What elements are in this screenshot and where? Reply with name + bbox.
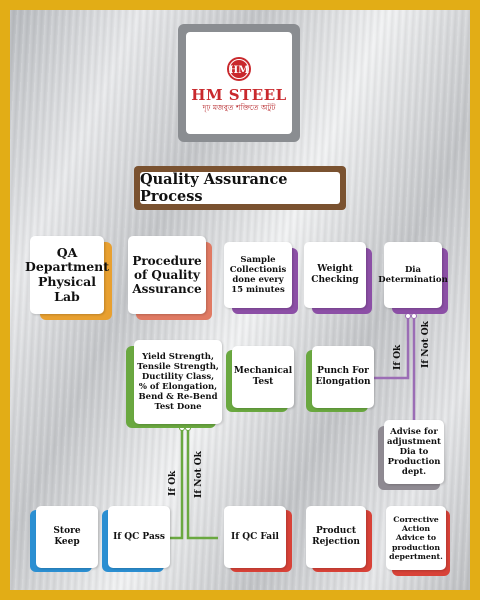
dia-not-ok-label: If Not Ok	[421, 321, 431, 368]
dia-ok-line	[370, 314, 410, 380]
hm-steel-logo-icon: HM	[227, 57, 251, 81]
qc-fail-box: If QC Fail	[224, 506, 286, 568]
page-title: Quality Assurance Process	[140, 171, 340, 205]
logo-panel	[186, 32, 292, 134]
dia-determination-box: Dia Determination	[378, 242, 448, 308]
svg-text:HM: HM	[229, 65, 250, 76]
test-ok-line	[170, 426, 184, 540]
procedure-box: Procedure of Quality Assurance	[128, 236, 206, 314]
product-rejection-box: Product Rejection	[306, 506, 366, 568]
qa-department-box: QA Department Physical Lab	[25, 236, 109, 314]
qc-pass-box: If QC Pass	[108, 506, 170, 568]
test-ok-label: If Ok	[168, 470, 178, 496]
weight-checking-box: Weight Checking	[304, 242, 366, 308]
yield-strength-box: Yield Strength, Tensile Strength, Ductil…	[134, 340, 222, 424]
store-keep-box: Store Keep	[36, 506, 98, 568]
test-not-ok-line	[186, 426, 218, 540]
sample-collection-box: Sample Collectionis done every 15 minute…	[224, 242, 292, 308]
advise-adjustment-box: Advise for adjustment Dia to Production …	[384, 420, 444, 484]
corrective-action-box: Corrective Action Advice to production d…	[386, 506, 446, 570]
mechanical-test-box: Mechanical Test	[232, 346, 294, 408]
dia-ok-label: If Ok	[393, 344, 403, 370]
brand-tagline: দৃঢ় মজবুত শক্তিতে অটুট	[202, 103, 276, 112]
test-not-ok-label: If Not Ok	[194, 451, 204, 498]
brand-name: HM STEEL	[191, 86, 287, 104]
punch-elongation-box: Punch For Elongation	[312, 346, 374, 408]
